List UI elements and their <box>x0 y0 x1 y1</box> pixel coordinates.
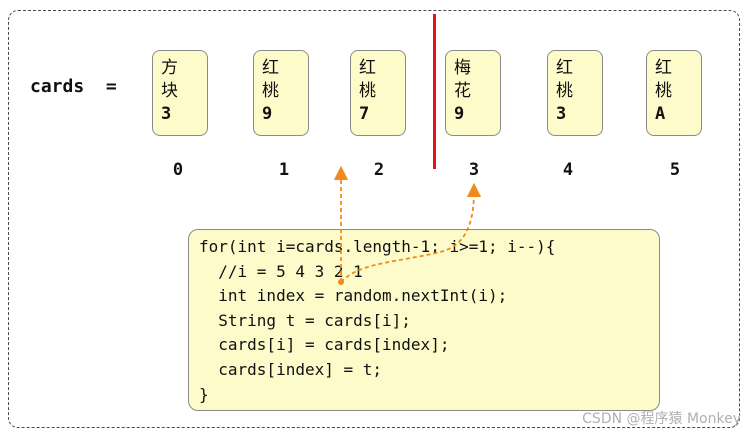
card-5: 红桃 A <box>646 50 702 136</box>
code-line: for(int i=cards.length-1; i>=1; i--){ <box>199 237 556 256</box>
card-4: 红桃 3 <box>547 50 603 136</box>
diagram-frame <box>8 10 740 428</box>
card-suit: 红桃 <box>359 58 376 101</box>
arrow-origin-dot <box>338 279 344 285</box>
card-3: 梅花 9 <box>445 50 501 136</box>
card-suit: 红桃 <box>655 58 672 101</box>
code-line: //i = 5 4 3 2 1 <box>199 261 363 281</box>
card-suit: 方块 <box>161 58 178 101</box>
card-1: 红桃 9 <box>253 50 309 136</box>
divider-line <box>433 14 436 169</box>
code-line: String t = cards[i]; <box>199 310 411 330</box>
card-2: 红桃 7 <box>350 50 406 136</box>
card-index-5: 5 <box>669 160 681 180</box>
card-suit: 梅花 <box>454 58 471 101</box>
card-suit: 红桃 <box>262 58 279 101</box>
code-line: cards[i] = cards[index]; <box>199 335 450 355</box>
arrow-to-index-3 <box>340 182 482 283</box>
card-rank: 7 <box>359 104 370 124</box>
watermark: CSDN @程序猿 Monkey <box>582 411 741 427</box>
card-index-1: 1 <box>278 160 290 180</box>
code-block: for(int i=cards.length-1; i>=1; i--){ //… <box>188 229 660 411</box>
card-rank: 9 <box>454 104 465 124</box>
code-line: cards[index] = t; <box>199 359 383 379</box>
cards-variable-label: cards = <box>30 76 117 97</box>
card-index-0: 0 <box>172 160 184 180</box>
card-rank: 3 <box>161 104 172 124</box>
card-index-3: 3 <box>468 160 480 180</box>
card-index-4: 4 <box>562 160 574 180</box>
code-line: } <box>199 384 209 404</box>
card-suit: 红桃 <box>556 58 573 101</box>
card-index-2: 2 <box>373 160 385 180</box>
card-0: 方块 3 <box>152 50 208 136</box>
code-line: int index = random.nextInt(i); <box>199 286 508 306</box>
card-rank: 9 <box>262 104 273 124</box>
card-rank: 3 <box>556 104 567 124</box>
card-rank: A <box>655 104 666 124</box>
